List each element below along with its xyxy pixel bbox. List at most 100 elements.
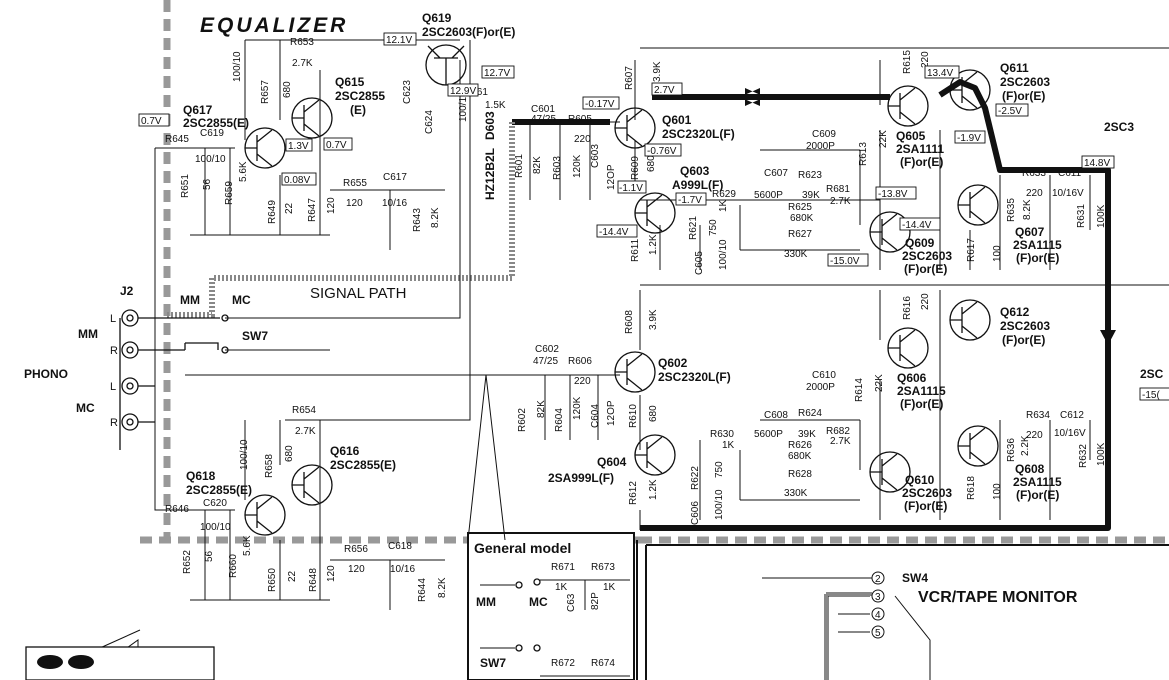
voltage-box: -1.9V <box>954 130 986 144</box>
c607-ref: C607 <box>764 168 788 179</box>
q605-grade: (F)or(E) <box>900 155 943 169</box>
gm-c63v: 82P <box>590 592 601 610</box>
voltage-box: 12.1V <box>383 32 417 46</box>
gm-r674: R674 <box>591 658 615 669</box>
voltage-box-edge: -15( <box>1139 387 1169 401</box>
amp-upper-net <box>529 47 1169 270</box>
gm-c63: C63 <box>566 593 577 612</box>
gm-r672: R672 <box>551 658 575 669</box>
svg-text:12.9V: 12.9V <box>450 86 476 97</box>
c605-label: 12OP <box>606 164 617 190</box>
r645-ref: R645 <box>165 134 189 145</box>
voltage-box: -1.7V <box>675 192 707 206</box>
voltage-box: 1.3V <box>285 138 313 152</box>
r605-val: 220 <box>574 134 591 145</box>
sw7-mc: MC <box>232 293 251 307</box>
r613-ref: R613 <box>858 142 869 166</box>
sw7-label: SW7 <box>242 329 268 343</box>
sw4-pin: 2 <box>871 571 885 585</box>
q605-ref: Q605 <box>896 129 926 143</box>
r606-val: 220 <box>574 376 591 387</box>
q612-type: 2SC2603 <box>1000 319 1050 333</box>
r682-val: 2.7K <box>830 436 851 447</box>
r659-val: 5.6K <box>238 161 249 182</box>
r609-val: 680 <box>646 155 657 172</box>
r656-ref: R656 <box>344 544 368 555</box>
q607-type: 2SA1115 <box>1013 238 1062 252</box>
c604-val: 12OP <box>606 400 617 426</box>
svg-text:L: L <box>110 381 116 393</box>
r644-ref: R644 <box>417 578 428 602</box>
sw4-function: VCR/TAPE MONITOR <box>918 589 1078 606</box>
q610-type: 2SC2603 <box>902 486 952 500</box>
q606-type: 2SA1115 <box>897 384 946 398</box>
r626-ref: R626 <box>788 440 812 451</box>
phono-label: PHONO <box>24 367 68 381</box>
q601-ref: Q601 <box>662 113 692 127</box>
r624-val: 39K <box>798 429 816 440</box>
voltage-box: 13.4V <box>924 65 960 79</box>
r602-val: 82K <box>536 400 547 418</box>
q609-ref: Q609 <box>905 236 935 250</box>
signal-arrow-down <box>1100 330 1116 345</box>
r611-ref: R611 <box>630 238 641 262</box>
r618-val: 100 <box>992 483 1003 500</box>
q604-ref: Q604 <box>597 455 627 469</box>
svg-text:12.7V: 12.7V <box>484 68 510 79</box>
r634-ref: R634 <box>1026 410 1050 421</box>
r616-ref: R616 <box>902 296 913 320</box>
r633-ref: R633 <box>1022 168 1046 179</box>
r610-val: 680 <box>648 405 659 422</box>
svg-text:5: 5 <box>875 628 881 639</box>
r658-val: 680 <box>284 445 295 462</box>
r631-val: 100K <box>1096 204 1107 228</box>
q612-symbol <box>949 299 991 341</box>
r629-ref: R629 <box>712 189 736 200</box>
c609-ref: C609 <box>812 129 836 140</box>
r614-ref: R614 <box>854 378 865 402</box>
r605-ref: R605 <box>568 114 592 125</box>
svg-text:-0.76V: -0.76V <box>647 146 677 157</box>
r650-ref: R650 <box>267 568 278 592</box>
svg-text:2.7V: 2.7V <box>654 85 675 96</box>
q602-symbol <box>614 351 656 393</box>
r617-ref: R617 <box>966 238 977 262</box>
r657-ref: R657 <box>260 80 271 104</box>
q617-type: 2SC2855(E) <box>183 116 249 130</box>
r657-val: 680 <box>282 81 293 98</box>
c603-label: C603 <box>590 144 601 168</box>
c624-ref: C624 <box>424 110 435 134</box>
q609-symbol <box>869 211 911 253</box>
eq-upper-net <box>190 39 460 250</box>
svg-text:1.3V: 1.3V <box>288 141 309 152</box>
r623-ref: R623 <box>798 170 822 181</box>
voltage-box: -0.17V <box>582 96 620 110</box>
r615-ref: R615 <box>902 50 913 74</box>
c619-ref: C619 <box>200 128 224 139</box>
r681-ref: R681 <box>826 184 850 195</box>
r627-ref: R627 <box>788 229 812 240</box>
r622-val: 750 <box>714 461 725 478</box>
jack-mc-l: L <box>110 377 139 395</box>
r603-val: 120K <box>572 154 583 178</box>
r608-val: 3.9K <box>648 309 659 330</box>
jack-mc-r: R <box>110 413 139 431</box>
q606-grade: (F)or(E) <box>900 397 943 411</box>
gm-r671v: 1K <box>555 582 568 593</box>
jack-mm-l: L <box>110 309 139 327</box>
q615-grade: (E) <box>350 103 366 117</box>
c618-val: 10/16 <box>390 564 415 575</box>
r617-val: 100 <box>992 245 1003 262</box>
mc-label: MC <box>76 401 95 415</box>
r643-val: 8.2K <box>430 207 441 228</box>
svg-text:-13.8V: -13.8V <box>878 189 908 200</box>
r632-ref: R632 <box>1078 444 1089 468</box>
q611-ref: Q611 <box>1000 61 1029 75</box>
c608-val: 5600P <box>754 429 783 440</box>
r633-val: 220 <box>1026 188 1043 199</box>
r651-ref: R651 <box>180 174 191 198</box>
r636-val: 2.2K <box>1020 435 1031 456</box>
svg-text:-14.4V: -14.4V <box>902 220 932 231</box>
r601-val: 82K <box>532 156 543 174</box>
